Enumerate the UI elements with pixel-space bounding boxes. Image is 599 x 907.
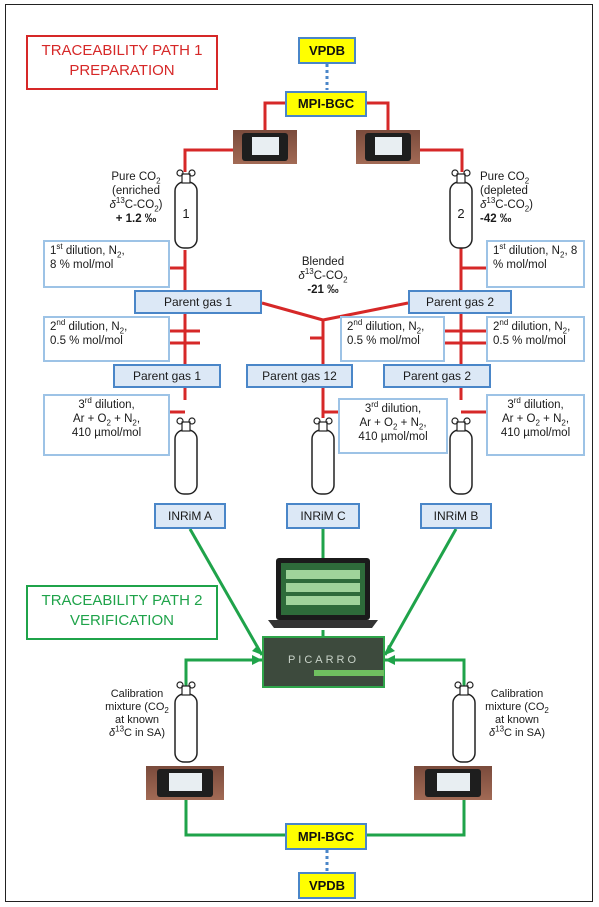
path2-line1: TRACEABILITY PATH 2 <box>41 592 203 609</box>
cylinder-1-icon <box>174 169 198 249</box>
pure-co2-depleted-label: Pure CO2 (depleted δ13C-CO2) -42 ‰ <box>480 171 533 225</box>
traceability-path-2-title: TRACEABILITY PATH 2 VERIFICATION <box>26 585 218 640</box>
calibration-mixture-left-label: Calibration mixture (CO2 at known δ13C i… <box>105 688 169 739</box>
cylinder-2-icon <box>449 169 473 249</box>
vpdb-top: VPDB <box>298 37 356 64</box>
parent-gas-12: Parent gas 12 <box>246 364 353 388</box>
cylinder-2-number: 2 <box>457 206 465 221</box>
inrim-c-box: INRiM C <box>286 503 360 529</box>
parent-gas-1-bottom: Parent gas 1 <box>113 364 221 388</box>
isotope-analyzer-photo-bottom-right <box>414 766 492 800</box>
traceability-path-1-title: TRACEABILITY PATH 1 PREPARATION <box>26 35 218 90</box>
inrim-a-box: INRiM A <box>154 503 226 529</box>
laptop-icon <box>268 558 378 628</box>
isotope-analyzer-photo-right <box>356 130 420 164</box>
cylinder-1-number: 1 <box>182 206 190 221</box>
isotope-analyzer-photo-bottom-left <box>146 766 224 800</box>
inrim-a-cylinder-icon <box>174 417 198 495</box>
vpdb-bottom: VPDB <box>298 872 356 899</box>
second-dilution-left: 2nd dilution, N2, 0.5 % mol/mol <box>43 316 170 362</box>
second-dilution-right: 2nd dilution, N2, 0.5 % mol/mol <box>486 316 585 362</box>
calibration-cylinder-left-icon <box>174 681 198 763</box>
second-dilution-middle: 2nd dilution, N2, 0.5 % mol/mol <box>340 316 445 362</box>
mpi-bgc-bottom: MPI-BGC <box>285 823 367 850</box>
first-dilution-left: 1st dilution, N2, 8 % mol/mol <box>43 240 170 288</box>
parent-gas-1-top: Parent gas 1 <box>134 290 262 314</box>
path1-line1: TRACEABILITY PATH 1 <box>41 42 203 59</box>
third-dilution-middle: 3rd dilution, Ar + O2 + N2, 410 µmol/mol <box>338 398 448 454</box>
mpi-bgc-top: MPI-BGC <box>285 91 367 117</box>
inrim-c-cylinder-icon <box>311 417 335 495</box>
inrim-b-box: INRiM B <box>420 503 492 529</box>
third-dilution-left: 3rd dilution, Ar + O2 + N2, 410 µmol/mol <box>43 394 170 456</box>
pure-co2-enriched-label: Pure CO2 (enriched δ13C-CO2) + 1.2 ‰ <box>109 171 163 225</box>
diagram-frame <box>5 4 593 902</box>
picarro-label: PICARRO <box>287 654 360 666</box>
path2-line2: VERIFICATION <box>70 612 174 629</box>
calibration-mixture-right-label: Calibration mixture (CO2 at known δ13C i… <box>485 688 549 739</box>
third-dilution-right: 3rd dilution, Ar + O2 + N2, 410 µmol/mol <box>486 394 585 456</box>
picarro-analyzer: PICARRO <box>262 636 385 688</box>
parent-gas-2-top: Parent gas 2 <box>408 290 512 314</box>
inrim-b-cylinder-icon <box>449 417 473 495</box>
blended-label: Blended δ13C-CO2 -21 ‰ <box>298 256 348 296</box>
isotope-analyzer-photo-left <box>233 130 297 164</box>
parent-gas-2-bottom: Parent gas 2 <box>383 364 491 388</box>
first-dilution-right: 1st dilution, N2, 8 % mol/mol <box>486 240 585 288</box>
path1-line2: PREPARATION <box>69 62 175 79</box>
calibration-cylinder-right-icon <box>452 681 476 763</box>
